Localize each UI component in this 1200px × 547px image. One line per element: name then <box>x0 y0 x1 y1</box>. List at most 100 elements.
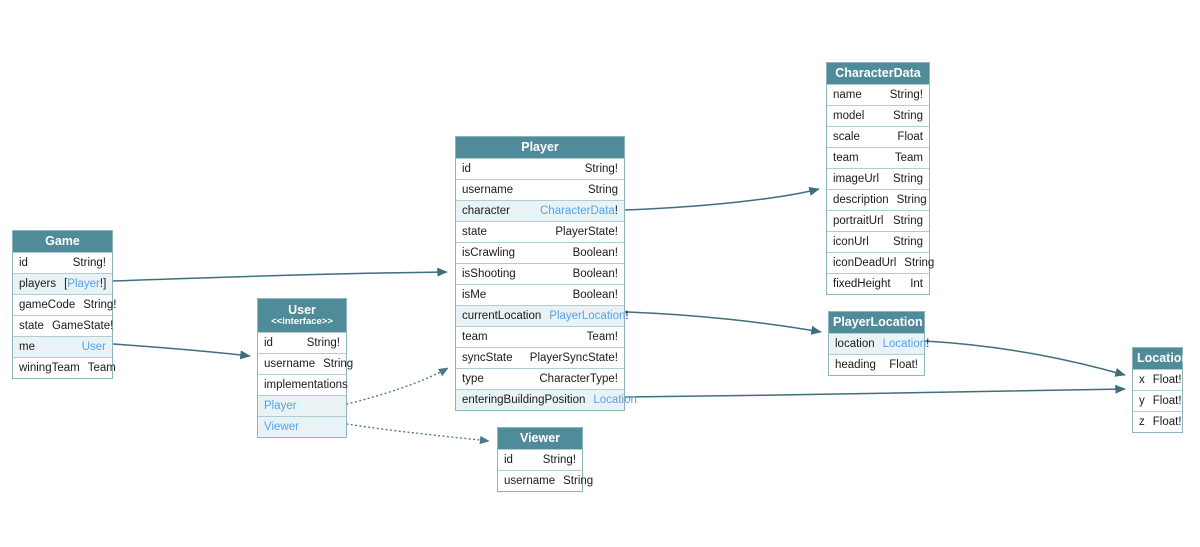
field-type: String <box>588 184 618 196</box>
field-row-player-team[interactable]: team Team! <box>456 326 624 347</box>
type-name: Float! <box>1152 395 1182 407</box>
field-name: isMe <box>462 289 487 301</box>
field-row-game-players[interactable]: players[Player!] <box>13 273 112 294</box>
field-name: portraitUrl <box>833 215 884 227</box>
field-name: username <box>462 184 514 196</box>
type-name: String! <box>72 257 106 269</box>
type-wrapper-close: ! <box>926 338 930 350</box>
field-name: location <box>835 338 875 350</box>
edge-player-character-to-characterdata <box>624 186 820 211</box>
field-row-user-Player[interactable]: Player <box>258 395 346 416</box>
field-type: Float <box>897 131 923 143</box>
field-type[interactable]: CharacterData! <box>540 205 618 217</box>
field-row-user-implementations[interactable]: implementations <box>258 374 348 395</box>
field-name: team <box>462 331 488 343</box>
field-row-player-character[interactable]: character CharacterData! <box>456 200 624 221</box>
field-name: iconDeadUrl <box>833 257 897 269</box>
type-node-title-user[interactable]: User<<interface>> <box>258 299 346 332</box>
type-node-title-player[interactable]: Player <box>456 137 624 158</box>
field-row-viewer-id[interactable]: id String! <box>498 449 582 470</box>
type-name: Player <box>67 278 100 290</box>
field-row-characterdata-iconDeadUrl[interactable]: iconDeadUrl String <box>827 252 934 273</box>
type-name: String <box>892 173 923 185</box>
field-name: character <box>462 205 510 217</box>
field-type[interactable]: [Player!] <box>64 278 106 290</box>
field-row-characterdata-imageUrl[interactable]: imageUrl String <box>827 168 929 189</box>
field-row-player-username[interactable]: username String <box>456 179 624 200</box>
type-name: PlayerLocation <box>549 310 626 322</box>
field-name: id <box>19 257 28 269</box>
field-type: String! <box>543 454 576 466</box>
field-type: Team! <box>587 331 618 343</box>
field-row-playerlocation-location[interactable]: location Location! <box>829 333 929 354</box>
edge-game-me-to-user <box>112 343 251 360</box>
field-type: Float! <box>1153 416 1182 428</box>
type-node-title-location[interactable]: Location <box>1133 348 1189 369</box>
field-type: String <box>563 475 593 487</box>
field-name: id <box>504 454 513 466</box>
field-row-characterdata-scale[interactable]: scale Float <box>827 126 929 147</box>
type-name: String <box>892 110 923 122</box>
field-type[interactable]: PlayerLocation! <box>549 310 628 322</box>
field-name: imageUrl <box>833 173 880 185</box>
field-name: implementations <box>264 379 348 391</box>
type-node-title-viewer[interactable]: Viewer <box>498 428 582 449</box>
type-node-title-playerlocation[interactable]: PlayerLocation <box>829 312 924 333</box>
type-node-title-characterdata[interactable]: CharacterData <box>827 63 929 84</box>
edge-user-player-to-player <box>346 367 449 405</box>
type-name: PlayerState! <box>555 226 618 238</box>
field-row-user-Viewer[interactable]: Viewer <box>258 416 346 437</box>
type-name: Boolean! <box>572 247 618 259</box>
field-name: winingTeam <box>19 362 80 374</box>
field-type: String <box>904 257 934 269</box>
field-name: isCrawling <box>462 247 516 259</box>
field-name: isShooting <box>462 268 516 280</box>
type-name: String! <box>542 454 576 466</box>
type-node-title-game[interactable]: Game <box>13 231 112 252</box>
field-name: scale <box>833 131 860 143</box>
field-type[interactable]: Location <box>593 394 636 406</box>
field-row-game-id[interactable]: id String! <box>13 252 112 273</box>
type-name: Team <box>894 152 923 164</box>
type-title: User <box>288 302 316 317</box>
field-type: Float! <box>1153 374 1182 386</box>
field-row-player-isCrawling[interactable]: isCrawling Boolean! <box>456 242 624 263</box>
type-title: Game <box>45 234 80 249</box>
type-name: Float! <box>889 359 918 371</box>
field-name: Player <box>264 400 297 412</box>
field-type[interactable]: Location! <box>883 338 930 350</box>
field-type[interactable]: User <box>82 341 106 353</box>
type-stereotype: <<interface>> <box>271 316 333 328</box>
